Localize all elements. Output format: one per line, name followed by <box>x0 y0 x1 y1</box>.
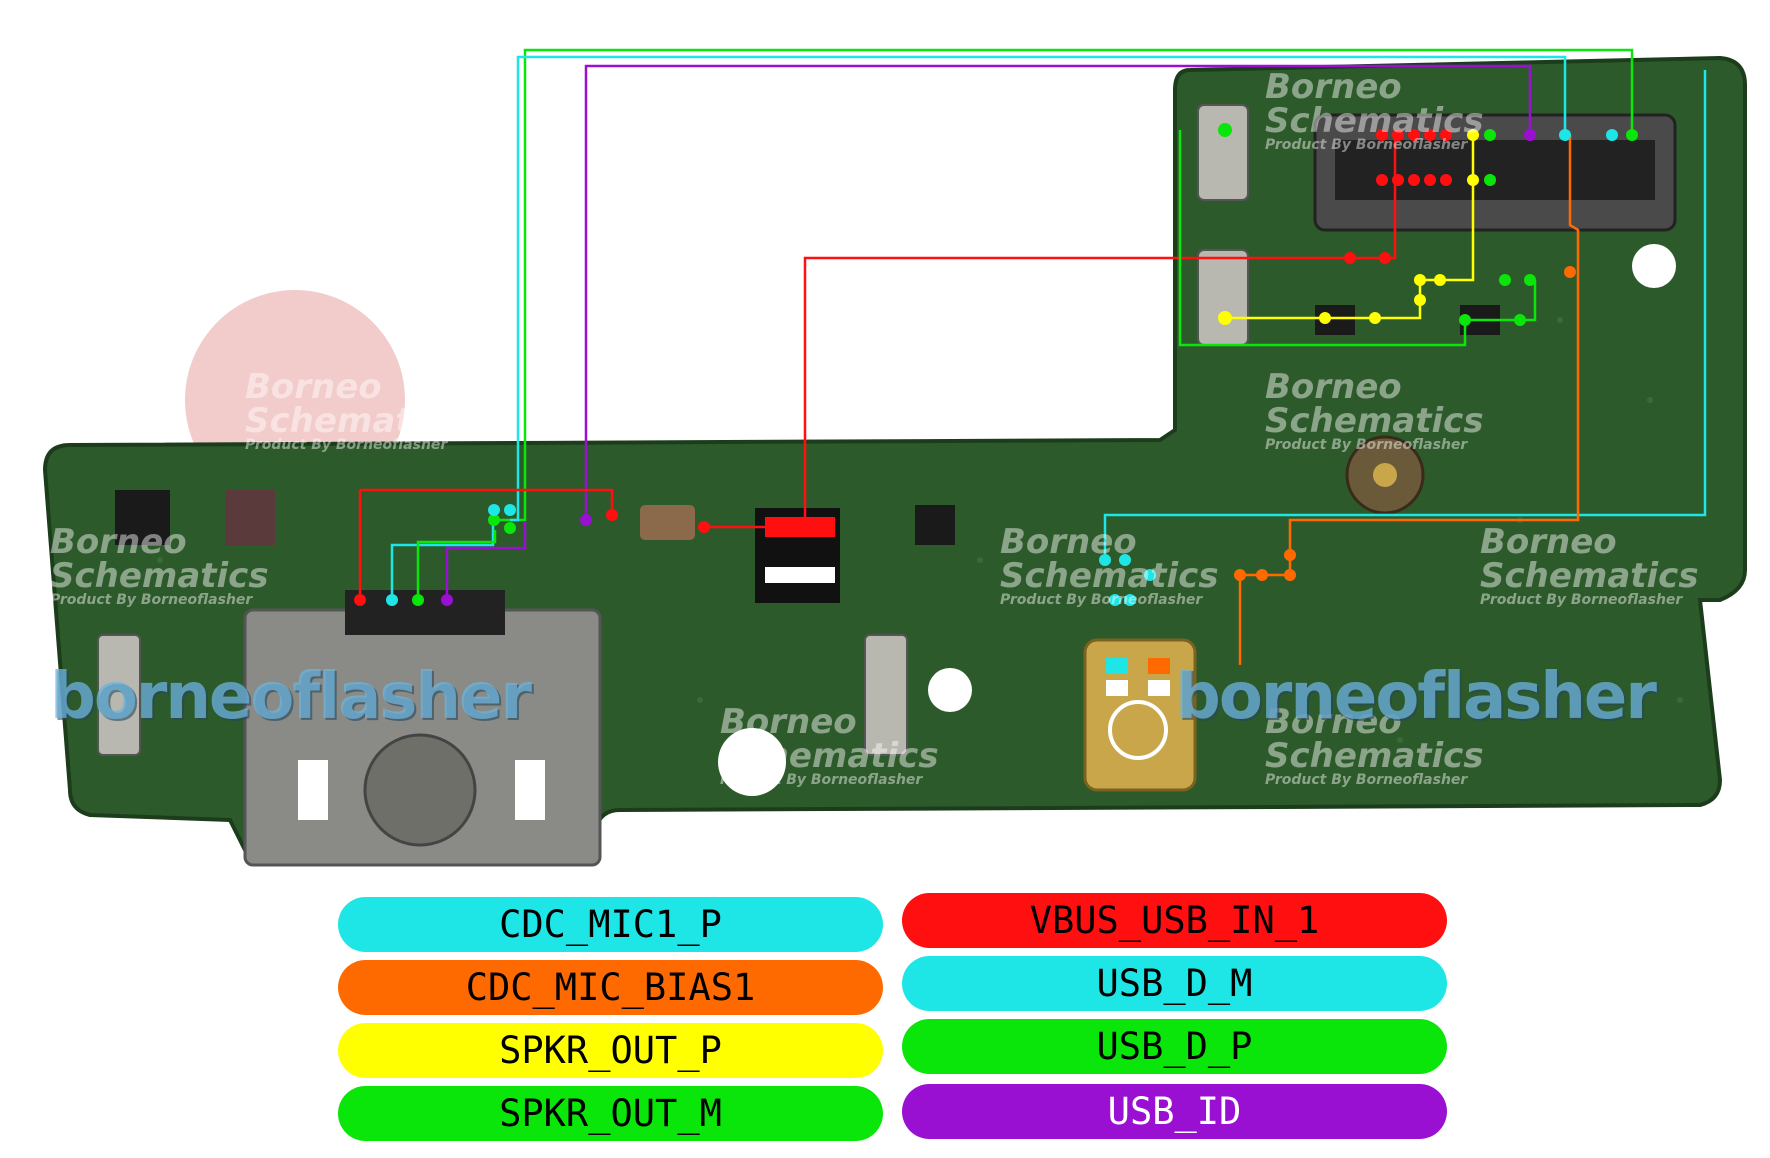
white-marker <box>765 567 835 583</box>
trace-mic-bias <box>1238 135 1580 665</box>
microphone <box>1083 638 1197 792</box>
legend-vbus-usb-in-1: VBUS_USB_IN_1 <box>902 893 1447 948</box>
trace-usb-d-m <box>510 55 1567 522</box>
legend-cdc-mic1-p: CDC_MIC1_P <box>338 897 883 952</box>
pad-dots <box>354 123 1638 606</box>
legend-cdc-mic-bias1: CDC_MIC_BIAS1 <box>338 960 883 1015</box>
legend-spkr-out-m: SPKR_OUT_M <box>338 1086 883 1141</box>
legend-usb-d-m: USB_D_M <box>902 956 1447 1011</box>
mounting-holes <box>718 244 1676 796</box>
net-traces <box>358 48 1707 665</box>
trace-spkr-m <box>1178 130 1537 347</box>
trace-vbus <box>704 130 1397 529</box>
legend-usb-id: USB_ID <box>902 1084 1447 1139</box>
usb-connector <box>243 590 602 867</box>
legend-usb-d-p: USB_D_P <box>902 1019 1447 1074</box>
board-texture <box>157 107 1683 743</box>
spring-contacts <box>97 104 1249 756</box>
legend-spkr-out-p: SPKR_OUT_P <box>338 1023 883 1078</box>
board-to-board-connector <box>1313 113 1677 232</box>
trace-cdc-mic1-p <box>1103 70 1707 560</box>
trace-usb-id <box>584 64 1532 520</box>
coax-connector <box>1345 435 1425 515</box>
